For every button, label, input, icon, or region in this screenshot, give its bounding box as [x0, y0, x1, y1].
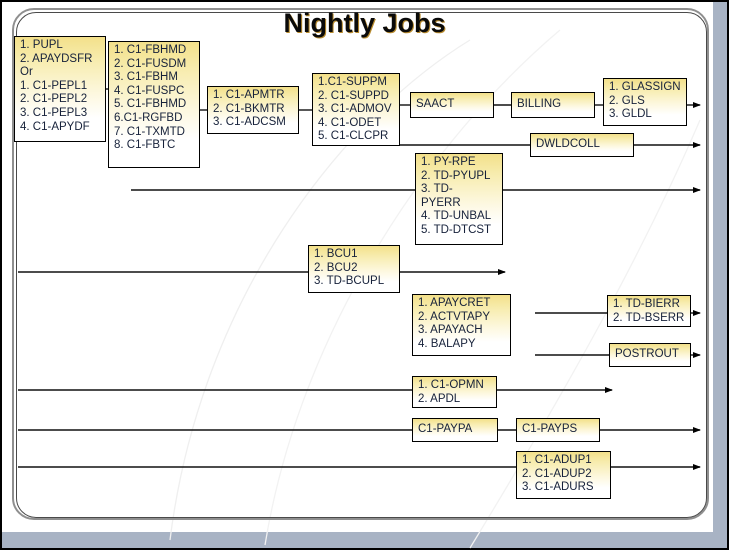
node-line: C1-PAYPA — [418, 423, 473, 436]
node-line: 3. TD- — [421, 183, 453, 196]
node-line: 3. C1-ADCSM — [213, 116, 286, 129]
c1-payps-node[interactable]: C1-PAYPS — [516, 418, 600, 442]
billing-node[interactable]: BILLING — [511, 92, 595, 118]
postrout-node[interactable]: POSTROUT — [609, 343, 691, 367]
node-line: DWLDCOLL — [536, 138, 600, 151]
node-line: 5. C1-CLCPR — [318, 130, 389, 143]
node-line: 3. C1-ADURS — [522, 481, 594, 494]
node-line: C1-PAYPS — [522, 423, 578, 436]
node-line: 3. C1-PEPL3 — [20, 106, 88, 119]
node-line: 3. C1-ADMOV — [318, 103, 392, 116]
node-line: 2. C1-BKMTR — [213, 102, 285, 115]
node-line: 1. C1-APMTR — [213, 89, 285, 101]
node-line: 3. APAYACH — [418, 324, 483, 337]
node-line: 3. TD-BCUPL — [314, 275, 385, 288]
page-title: Nightly Jobs — [283, 8, 446, 38]
slide-rounded-frame — [12, 8, 709, 520]
node-line: 5. TD-DTCST — [421, 223, 492, 236]
node-line: 1.C1-SUPPM — [318, 76, 388, 88]
node-line: 2. C1-SUPPD — [318, 89, 389, 102]
node-line: 1. GLASSIGN — [609, 81, 681, 93]
dwldcoll-node[interactable]: DWLDCOLL — [530, 133, 634, 157]
c1-paypa-node[interactable]: C1-PAYPA — [412, 418, 498, 442]
node-line: 1. BCU1 — [314, 248, 358, 260]
node-line: 4. BALAPY — [418, 337, 476, 350]
node-line: 2. BCU2 — [314, 261, 358, 274]
node-line: PYERR — [421, 196, 461, 209]
node-line: 8. C1-FBTC — [114, 139, 176, 152]
node-line: 1. C1-PEPL1 — [20, 79, 88, 92]
node-line: 7. C1-TXMTD — [114, 125, 185, 138]
node-line: 2. APAYDSFR — [20, 52, 93, 65]
node-line: 4. C1-FUSPC — [114, 84, 185, 97]
node-line: SAACT — [416, 98, 455, 111]
node-line: 3. GLDL — [609, 108, 652, 121]
node-line: 2. TD-PYUPL — [421, 169, 491, 182]
node-line: 2. C1-PEPL2 — [20, 93, 88, 106]
node-line: 1. C1-FBHMD — [114, 44, 187, 56]
node-line: 2. C1-ADUP2 — [522, 467, 592, 480]
node-line: 4. C1-APYDF — [20, 120, 90, 133]
saact-node[interactable]: SAACT — [410, 92, 494, 118]
node-line: 6.C1-RGFBD — [114, 111, 183, 124]
node-line: 1. PUPL — [20, 39, 63, 51]
node-line: 2. GLS — [609, 94, 645, 107]
node-line: 1. C1-ADUP1 — [522, 454, 592, 466]
node-line: 1. APAYCRET — [418, 297, 491, 309]
node-line: 5. C1-FBHMD — [114, 98, 187, 111]
node-line: 4. TD-UNBAL — [421, 210, 492, 223]
node-line: 3. C1-FBHM — [114, 71, 178, 84]
node-line: POSTROUT — [615, 348, 679, 361]
node-line: 4. C1-ODET — [318, 116, 382, 129]
node-line: BILLING — [517, 98, 562, 111]
node-line: 2. APDL — [418, 392, 461, 405]
node-line: 2. C1-FUSDM — [114, 57, 187, 70]
node-line: 1. TD-BIERR — [613, 298, 680, 310]
slide-rounded-frame-inner — [16, 12, 707, 518]
node-line: 1. C1-OPMN — [418, 379, 484, 391]
node-line: Or — [20, 66, 33, 79]
node-line: 2. ACTVTAPY — [418, 310, 491, 323]
node-line: 2. TD-BSERR — [613, 311, 685, 324]
node-line: 1. PY-RPE — [421, 156, 476, 168]
